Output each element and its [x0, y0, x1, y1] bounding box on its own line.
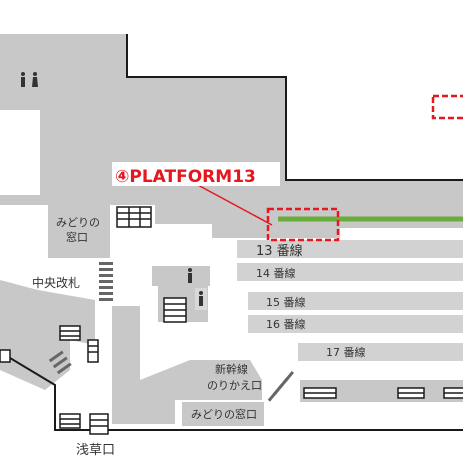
stairs-icon-middle	[163, 297, 187, 323]
small-box-left	[0, 349, 11, 363]
upper-right-outline	[126, 34, 463, 181]
platform-16-label: 16 番線	[266, 317, 306, 331]
platform-15-label: 15 番線	[266, 295, 306, 309]
platform-17-shape	[298, 343, 463, 361]
callout-leader-line	[195, 183, 273, 226]
platform-14-shape	[237, 263, 463, 281]
platform-17-label: 17 番線	[326, 345, 366, 359]
platform-13-shape	[237, 240, 463, 258]
escalator-icon	[99, 262, 113, 301]
midori-window-upper-label-1: みどりの	[56, 216, 100, 229]
platform-13-highlight-box	[266, 207, 340, 242]
midori-window-upper-label-2: 窓口	[66, 230, 88, 244]
shinkansen-transfer-label-1: 新幹線	[215, 362, 248, 376]
upper-mid-block	[55, 62, 105, 202]
restroom-icon-middle	[188, 268, 192, 283]
callout-label: ④PLATFORM13	[115, 167, 256, 187]
concourse-areas	[0, 34, 463, 431]
stairs-icon-bottom	[59, 413, 109, 435]
left-diagonal-outline	[0, 351, 463, 431]
stairs-icon-lower-right	[303, 387, 463, 399]
stairs-icon-left	[59, 325, 81, 341]
lower-concourse	[140, 360, 262, 424]
stairs-icon-left-2	[87, 339, 99, 363]
left-slanted-block	[0, 280, 95, 390]
escalator-icon-left	[48, 350, 72, 375]
midori-lower-box	[182, 402, 264, 426]
shinkansen-transfer-label-2: のりかえ口	[207, 379, 262, 392]
central-corridor	[112, 306, 140, 424]
platform-16-shape	[248, 315, 463, 333]
callout-background	[112, 162, 280, 186]
platform-13-label: 13 番線	[256, 243, 303, 259]
restroom-icon-lower	[195, 288, 207, 310]
midori-window-lower-label: みどりの窓口	[191, 407, 257, 421]
platforms	[237, 240, 463, 361]
platform-14-label: 14 番線	[256, 266, 296, 280]
middle-block	[152, 266, 210, 286]
upper-left-concourse	[0, 34, 463, 258]
asakusa-exit-label: 浅草口	[76, 443, 115, 458]
upper-left-inner-void	[0, 110, 40, 195]
platform-15-shape	[248, 292, 463, 310]
restroom-icon	[17, 70, 41, 90]
central-gate-label: 中央改札	[32, 275, 80, 290]
top-right-highlight-box	[431, 94, 463, 120]
escalator-icon-lower	[267, 370, 295, 402]
stairs-icon	[116, 206, 152, 228]
